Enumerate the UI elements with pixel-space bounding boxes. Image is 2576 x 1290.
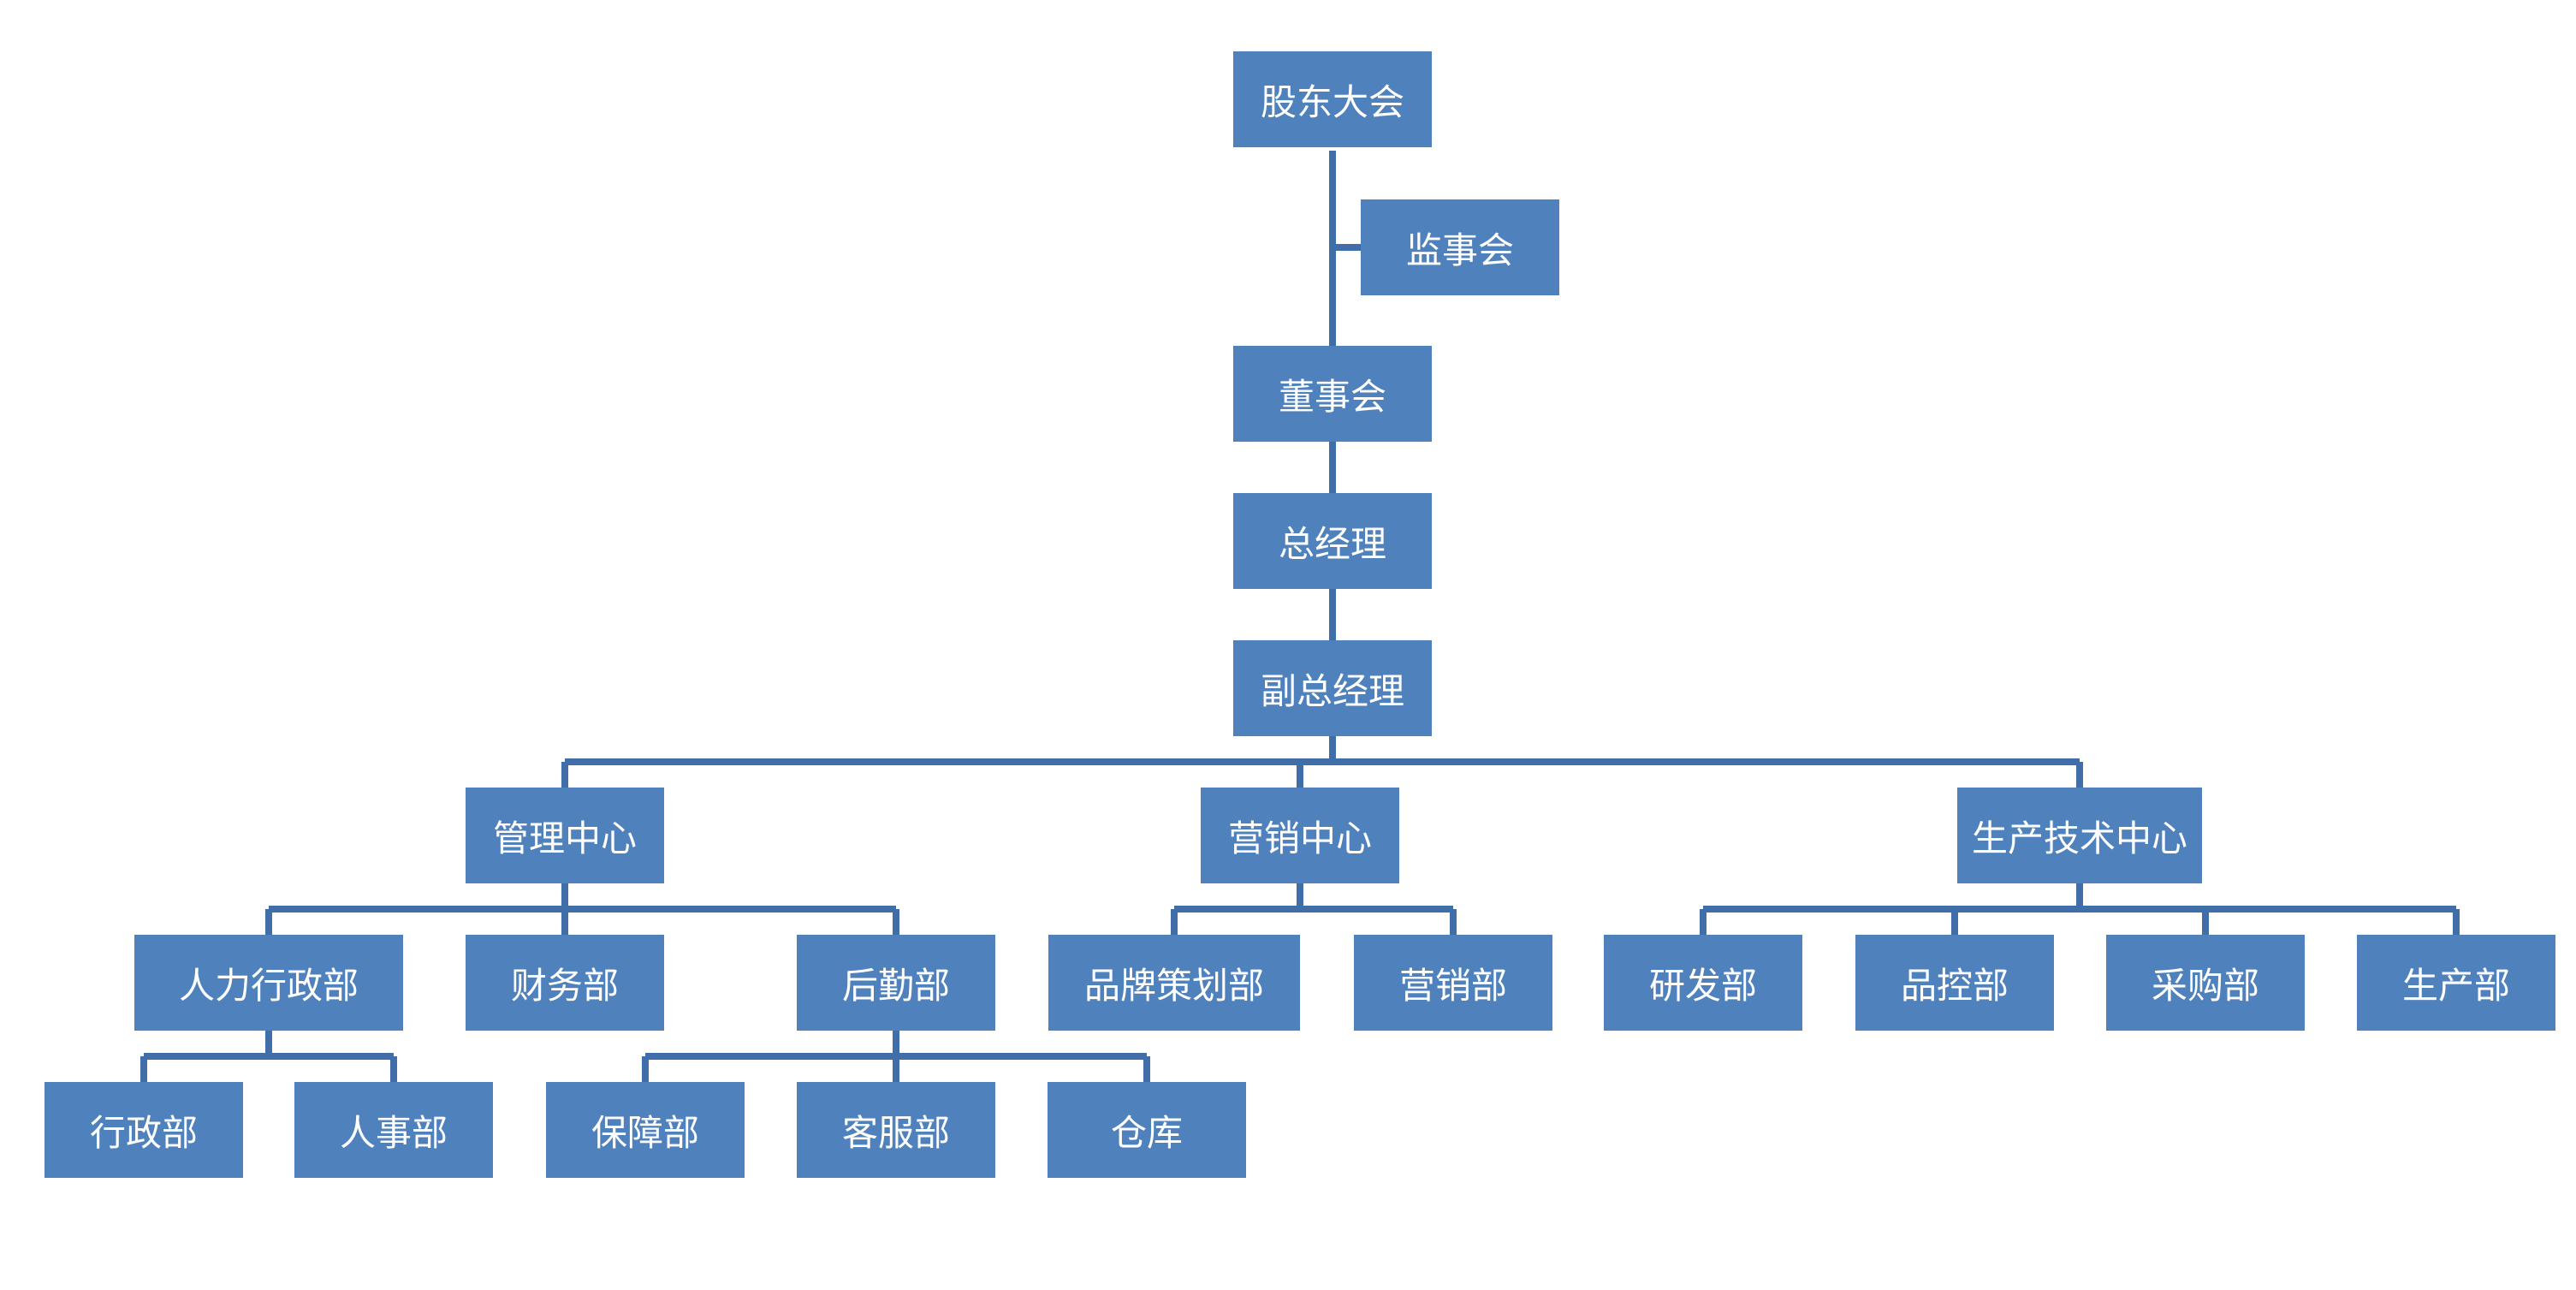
purchasing-dept-label: 采购部	[2151, 964, 2259, 1007]
security-dept-box: 保障部	[546, 1082, 745, 1178]
customer-service-dept-box: 客服部	[797, 1082, 995, 1178]
hr-admin-dept-label: 人力行政部	[178, 964, 359, 1007]
administration-dept-box: 行政部	[45, 1082, 243, 1178]
marketing-center-label: 营销中心	[1227, 817, 1372, 859]
management-center-label: 管理中心	[492, 817, 637, 859]
production-tech-center-box: 生产技术中心	[1957, 788, 2202, 883]
supervisory-board-label: 监事会	[1405, 229, 1514, 271]
personnel-dept-label: 人事部	[339, 1111, 448, 1154]
security-dept-label: 保障部	[591, 1111, 699, 1154]
logistics-dept-box: 后勤部	[797, 935, 995, 1031]
administration-dept-label: 行政部	[89, 1111, 198, 1154]
deputy-general-manager-label: 副总经理	[1260, 669, 1404, 712]
production-dept-label: 生产部	[2401, 964, 2510, 1007]
general-manager-box: 总经理	[1233, 493, 1432, 589]
shareholders-meeting-box: 股东大会	[1233, 51, 1432, 147]
general-manager-label: 总经理	[1278, 522, 1386, 565]
brand-planning-dept-box: 品牌策划部	[1048, 935, 1300, 1031]
production-tech-center-label: 生产技术中心	[1971, 817, 2187, 859]
logistics-dept-label: 后勤部	[841, 964, 950, 1007]
customer-service-dept-label: 客服部	[841, 1111, 950, 1154]
shareholders-meeting-label: 股东大会	[1260, 80, 1404, 123]
board-of-directors-box: 董事会	[1233, 346, 1432, 442]
production-dept-box: 生产部	[2357, 935, 2555, 1031]
supervisory-board-box: 监事会	[1361, 199, 1559, 295]
rnd-dept-label: 研发部	[1648, 964, 1757, 1007]
personnel-dept-box: 人事部	[294, 1082, 493, 1178]
board-of-directors-label: 董事会	[1278, 375, 1386, 418]
management-center-box: 管理中心	[466, 788, 664, 883]
brand-planning-dept-label: 品牌策划部	[1083, 964, 1264, 1007]
sales-dept-label: 营销部	[1398, 964, 1507, 1007]
deputy-general-manager-box: 副总经理	[1233, 640, 1432, 736]
sales-dept-box: 营销部	[1354, 935, 1552, 1031]
finance-dept-label: 财务部	[510, 964, 619, 1007]
rnd-dept-box: 研发部	[1604, 935, 1802, 1031]
finance-dept-box: 财务部	[466, 935, 664, 1031]
marketing-center-box: 营销中心	[1201, 788, 1399, 883]
warehouse-label: 仓库	[1110, 1111, 1183, 1154]
hr-admin-dept-box: 人力行政部	[134, 935, 403, 1031]
quality-control-dept-label: 品控部	[1900, 964, 2009, 1007]
purchasing-dept-box: 采购部	[2106, 935, 2305, 1031]
quality-control-dept-box: 品控部	[1855, 935, 2054, 1031]
warehouse-box: 仓库	[1048, 1082, 1246, 1178]
